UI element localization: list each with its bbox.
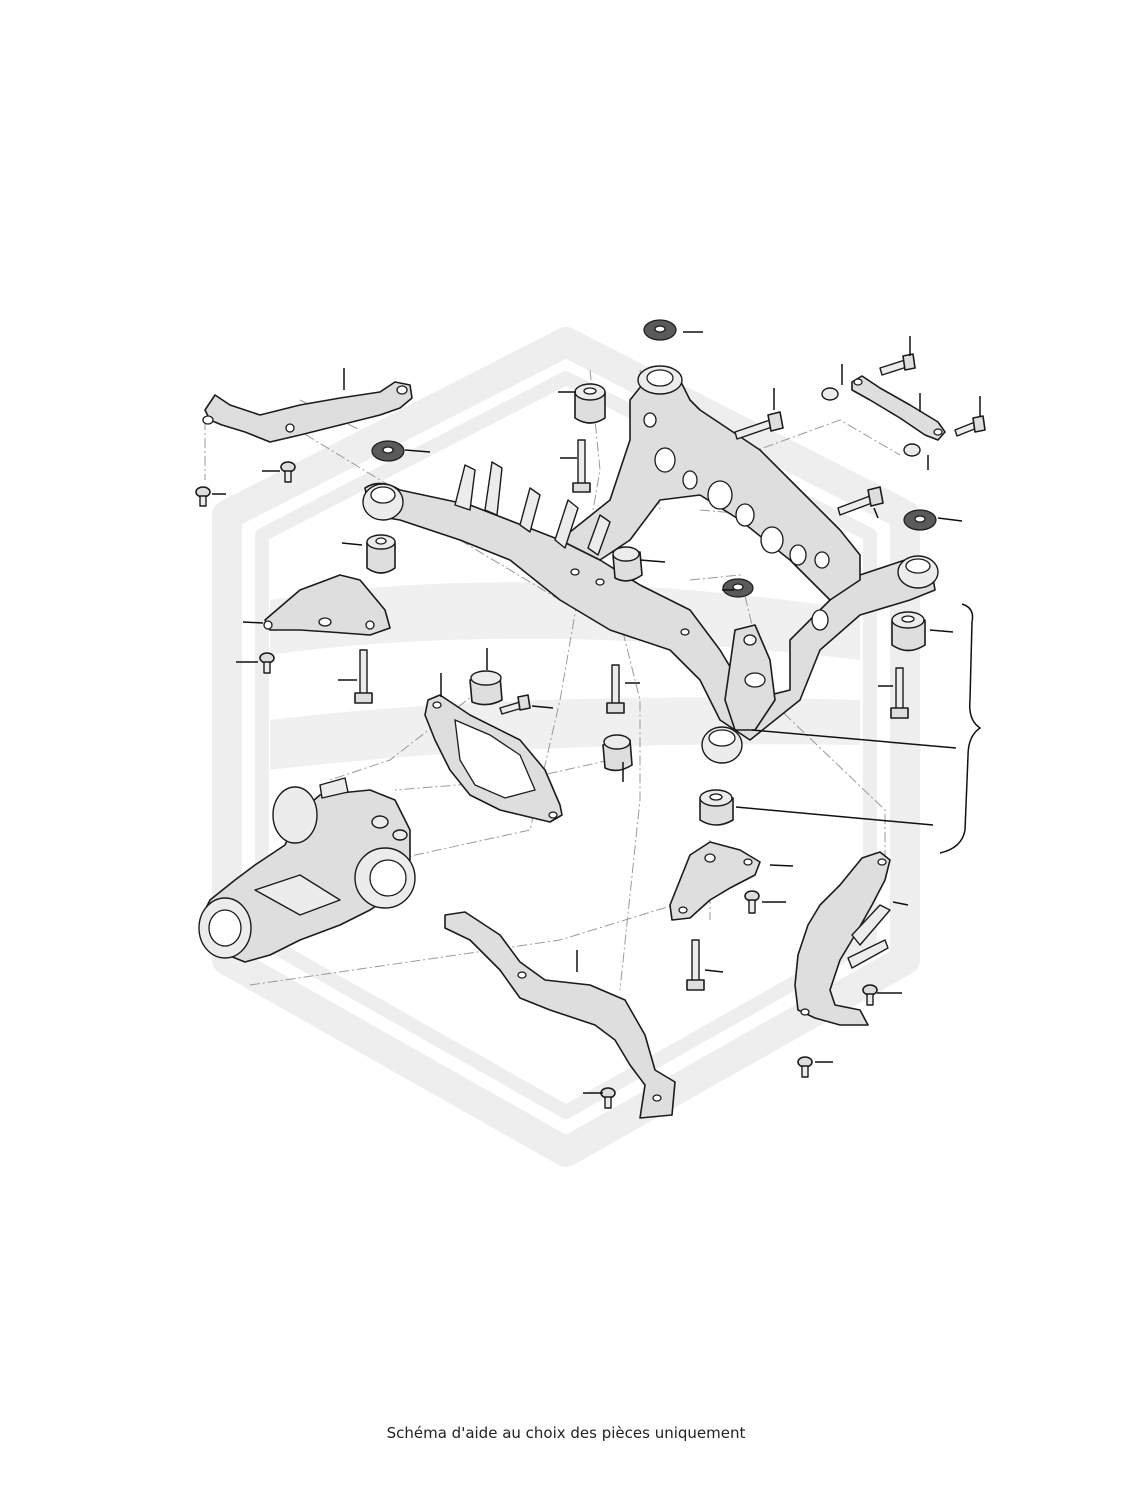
control-link xyxy=(851,375,946,441)
right-reinforcement-bracket xyxy=(794,851,891,1026)
left-reinforcement-bracket xyxy=(202,381,413,443)
bolts xyxy=(195,353,986,1109)
lower-heat-shield xyxy=(444,911,676,1119)
mount-discs xyxy=(371,319,937,598)
subframe xyxy=(362,365,939,764)
watermark-logo xyxy=(212,327,920,1167)
diagram-caption: Schéma d'aide au choix des pièces unique… xyxy=(386,1424,746,1442)
left-support-plate xyxy=(263,574,391,636)
right-support-plate xyxy=(669,841,761,921)
bushings xyxy=(366,383,926,826)
rear-differential xyxy=(198,777,416,963)
differential-mount-bracket xyxy=(424,694,563,823)
callout-leaders xyxy=(212,331,982,1094)
